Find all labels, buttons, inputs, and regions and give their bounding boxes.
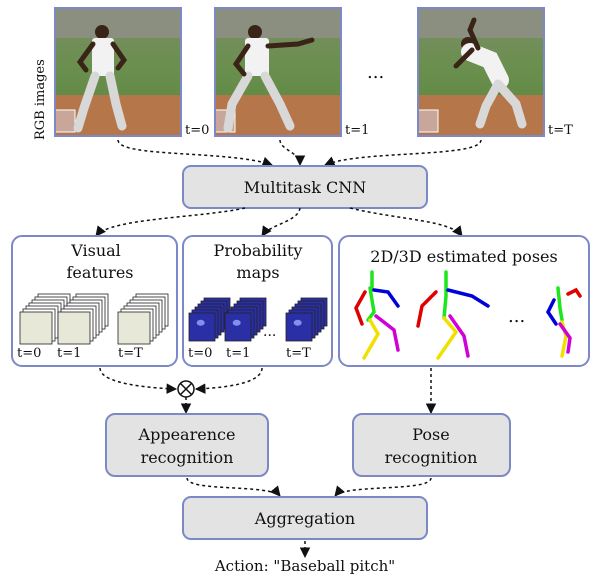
rgb-frame-t0: [54, 7, 182, 137]
feature-stack-tT: [117, 293, 169, 345]
edge-pose-to-aggregation: [334, 477, 432, 497]
edge-cnn-to-probability-maps: [261, 207, 301, 237]
estimated-poses-panel: 2D/3D estimated poses ...: [338, 235, 590, 367]
pose-recognition-node: Pose recognition: [352, 413, 511, 477]
probability-maps-time-t1: t=1: [226, 346, 250, 361]
action-output-label: Action: "Baseball pitch": [214, 557, 395, 575]
pose-recognition-label-1: Pose: [412, 425, 449, 444]
edge-frame-t1-to-cnn: [279, 139, 306, 167]
edge-cnn-to-visual-features: [95, 207, 246, 237]
appearance-recognition-label-1: Appearence: [138, 425, 236, 444]
visual-features-title-1: Visual: [70, 241, 121, 260]
rgb-frames-ellipsis: ...: [367, 62, 384, 83]
edge-cnn-to-poses: [349, 207, 463, 237]
pose-skeleton-3: [545, 286, 582, 358]
edge-appearance-to-aggregation: [186, 477, 281, 497]
appearance-recognition-label-2: recognition: [141, 448, 234, 467]
probability-maps-time-tT: t=T: [286, 346, 311, 361]
edge-frame-t0-to-cnn: [117, 139, 273, 167]
multitask-cnn-label: Multitask CNN: [244, 178, 367, 197]
heatmap-stack-tT: [285, 297, 328, 342]
rgb-frame-t1-time: t=1: [345, 123, 369, 138]
visual-features-time-t0: t=0: [17, 346, 41, 361]
appearance-recognition-node: Appearence recognition: [105, 413, 269, 477]
edge-visual-features-to-fusion: [99, 367, 178, 394]
probability-maps-title-1: Probability: [214, 241, 303, 260]
rgb-frame-t0-time: t=0: [185, 123, 209, 138]
rgb-frame-tT: [417, 7, 545, 137]
heatmap-stack-t0: [188, 297, 231, 342]
poses-ellipsis: ...: [508, 306, 525, 327]
probability-maps-panel: Probability maps ... t=0 t=1 t=T: [182, 235, 333, 367]
estimated-poses-title: 2D/3D estimated poses: [370, 247, 557, 266]
pose-skeleton-2: [416, 270, 490, 360]
rgb-frame-t1: [214, 7, 342, 137]
aggregation-label: Aggregation: [254, 509, 355, 528]
probability-maps-time-t0: t=0: [188, 346, 212, 361]
multitask-cnn-node: Multitask CNN: [182, 165, 428, 209]
heatmap-stack-t1: [224, 297, 267, 342]
edge-frame-tT-to-cnn: [324, 139, 482, 167]
visual-features-panel: Visual features t=0 t=1 t=T: [11, 235, 178, 367]
fusion-operator: [177, 380, 195, 398]
feature-stacks: [19, 293, 169, 345]
aggregation-node: Aggregation: [182, 496, 428, 540]
rgb-frame-tT-time: t=T: [548, 123, 573, 138]
pose-recognition-label-2: recognition: [385, 448, 478, 467]
edge-probability-maps-to-fusion: [194, 367, 263, 394]
probability-maps-ellipsis: ...: [263, 324, 276, 340]
heatmap-stacks: [188, 297, 328, 342]
feature-stack-t1: [57, 293, 109, 345]
rgb-images-label: RGB images: [33, 59, 48, 140]
probability-maps-title-2: maps: [236, 263, 279, 282]
pose-skeleton-1: [354, 270, 400, 360]
visual-features-time-t1: t=1: [57, 346, 81, 361]
visual-features-title-2: features: [67, 263, 134, 282]
visual-features-time-tT: t=T: [118, 346, 143, 361]
